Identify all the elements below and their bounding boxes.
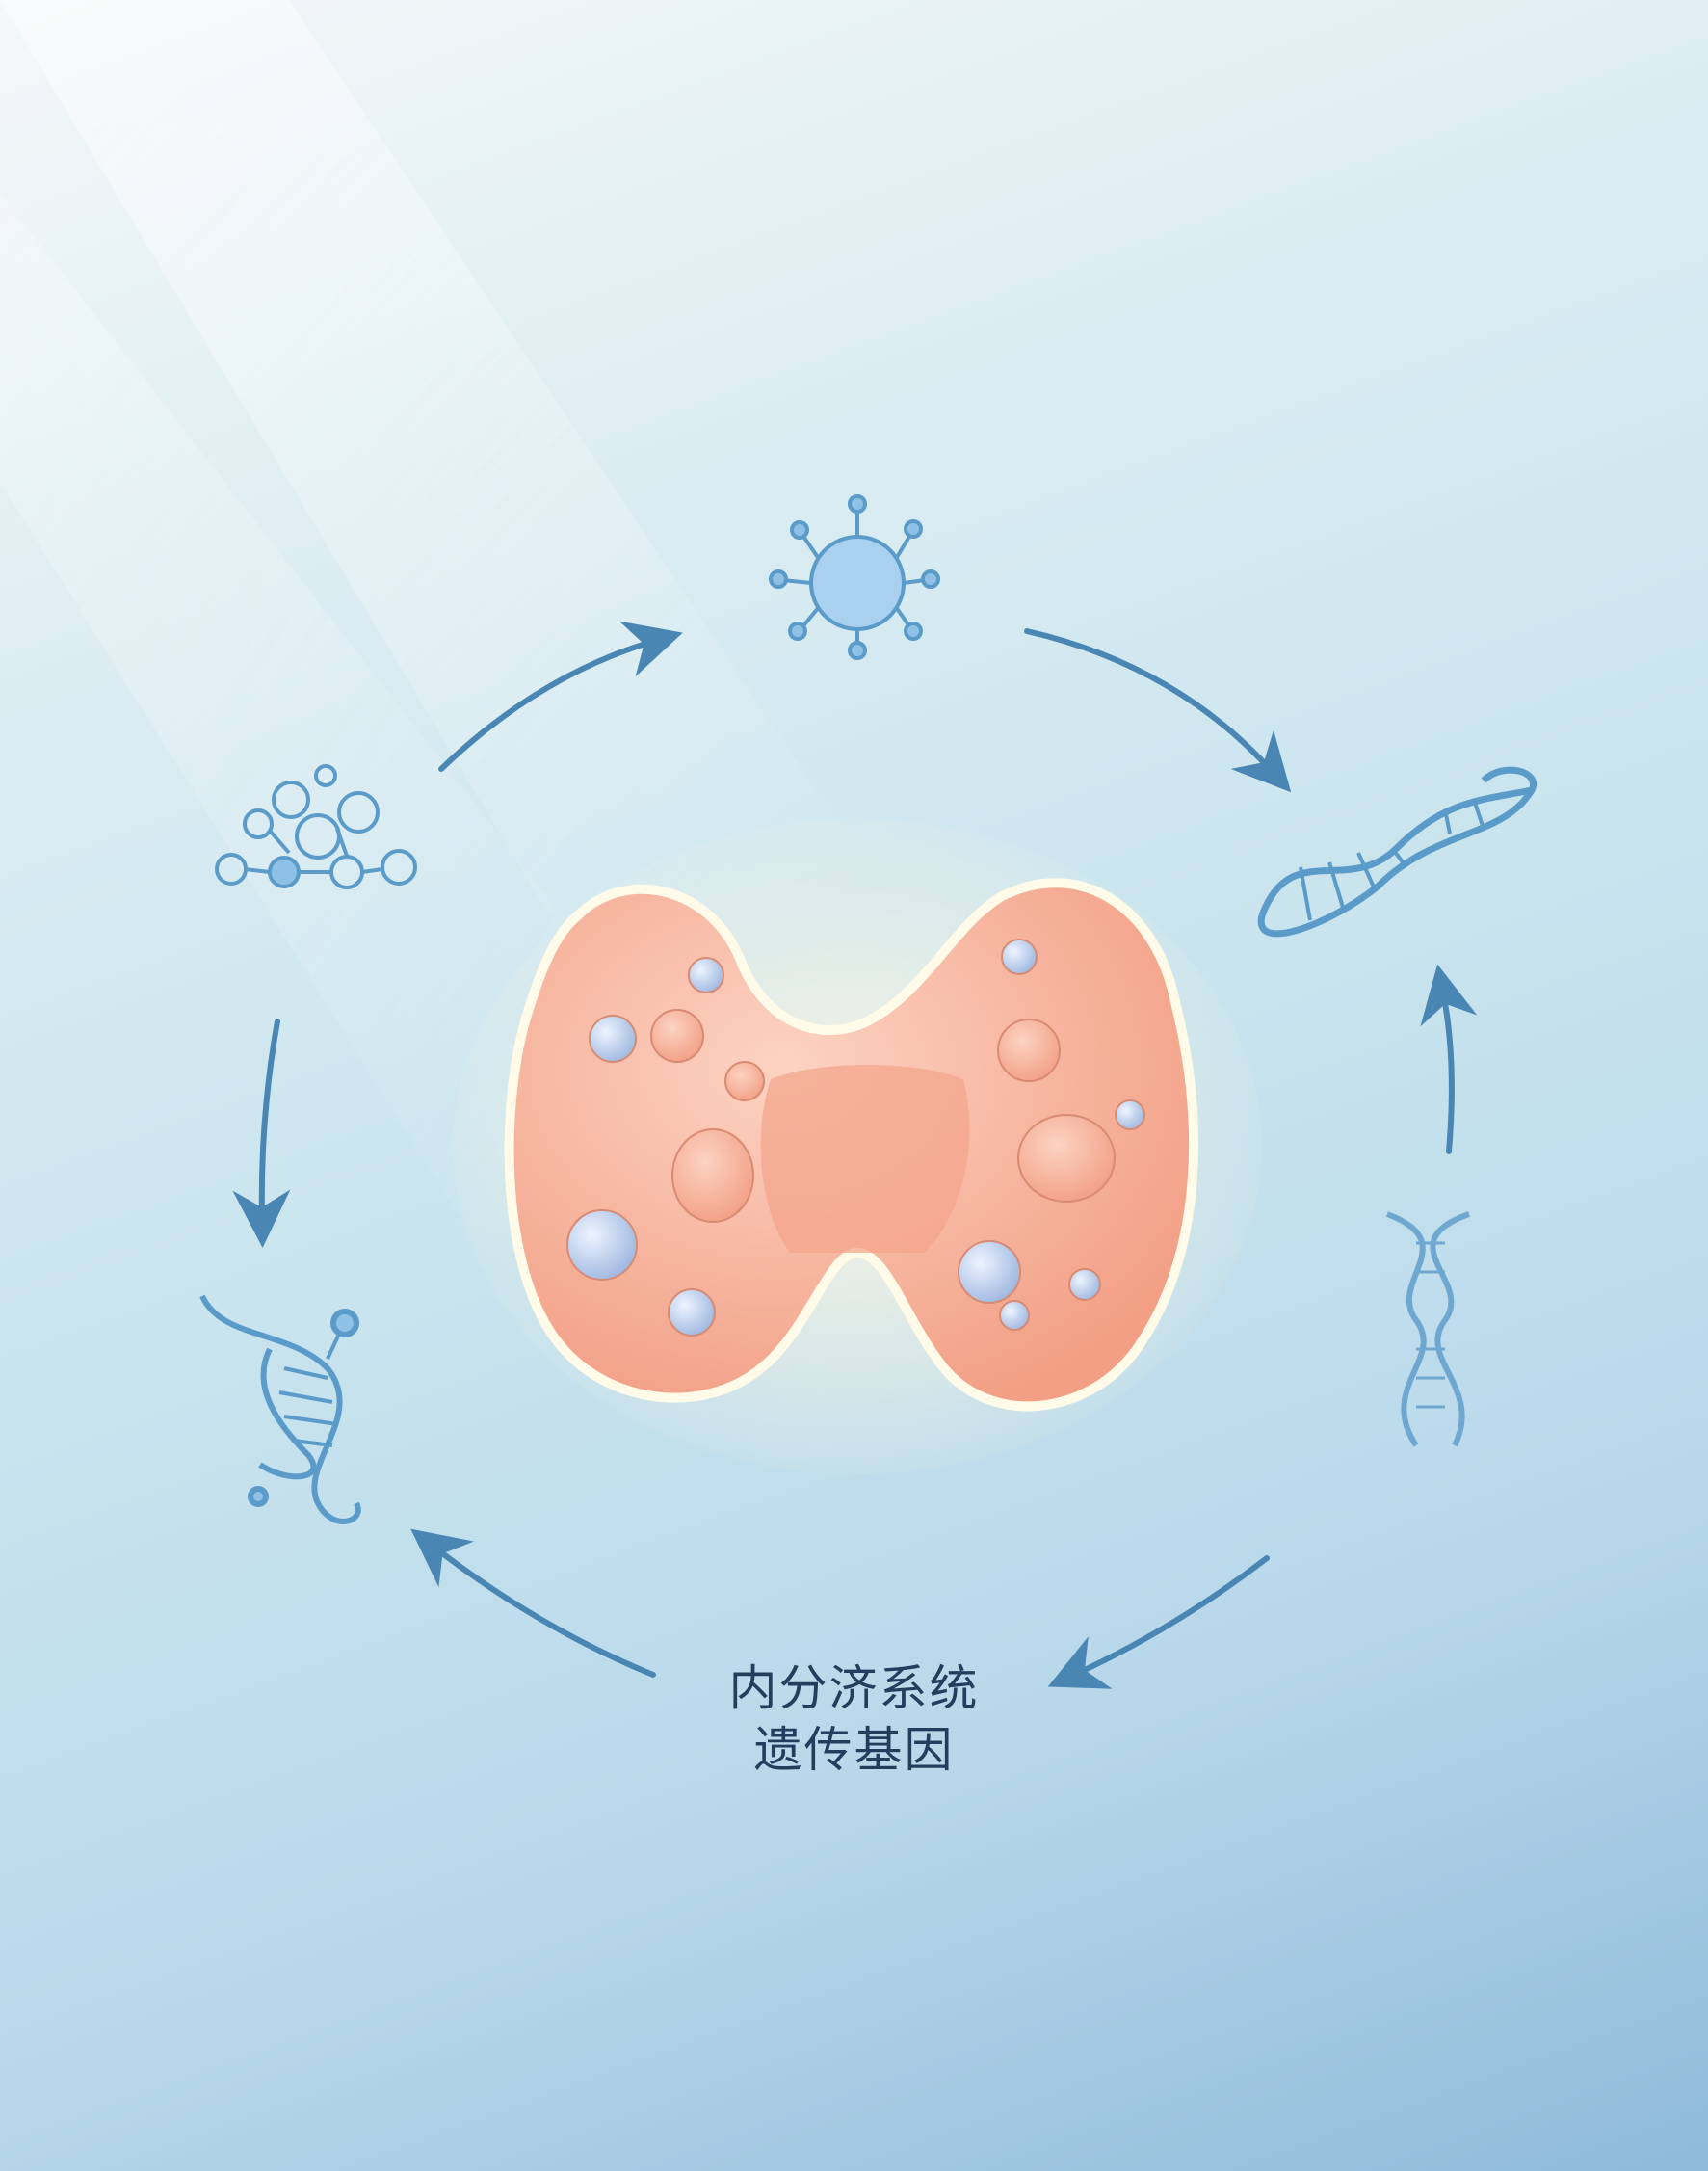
arrow-bottom-left bbox=[410, 1528, 656, 1678]
caption-endocrine-system: 内分济系统 bbox=[728, 1660, 980, 1716]
arrow-top-right bbox=[1024, 628, 1292, 793]
caption-genetic-genes: 遗传基因 bbox=[753, 1722, 955, 1778]
thyroid-gland bbox=[453, 819, 1262, 1474]
cell-receptor-icon bbox=[769, 494, 940, 660]
molecule-cluster-icon bbox=[215, 764, 417, 889]
dna-helix-icon bbox=[1257, 766, 1537, 938]
arrow-left-down bbox=[232, 1019, 291, 1248]
nodules bbox=[566, 939, 1145, 1337]
dna-vertical-icon bbox=[1385, 1211, 1471, 1447]
cycle-arrows bbox=[232, 621, 1478, 1689]
arrow-top-left bbox=[438, 621, 683, 772]
arrow-right-up bbox=[1420, 964, 1478, 1154]
dna-molecule-icon bbox=[199, 1294, 361, 1524]
arrow-bottom-right bbox=[1047, 1555, 1270, 1689]
